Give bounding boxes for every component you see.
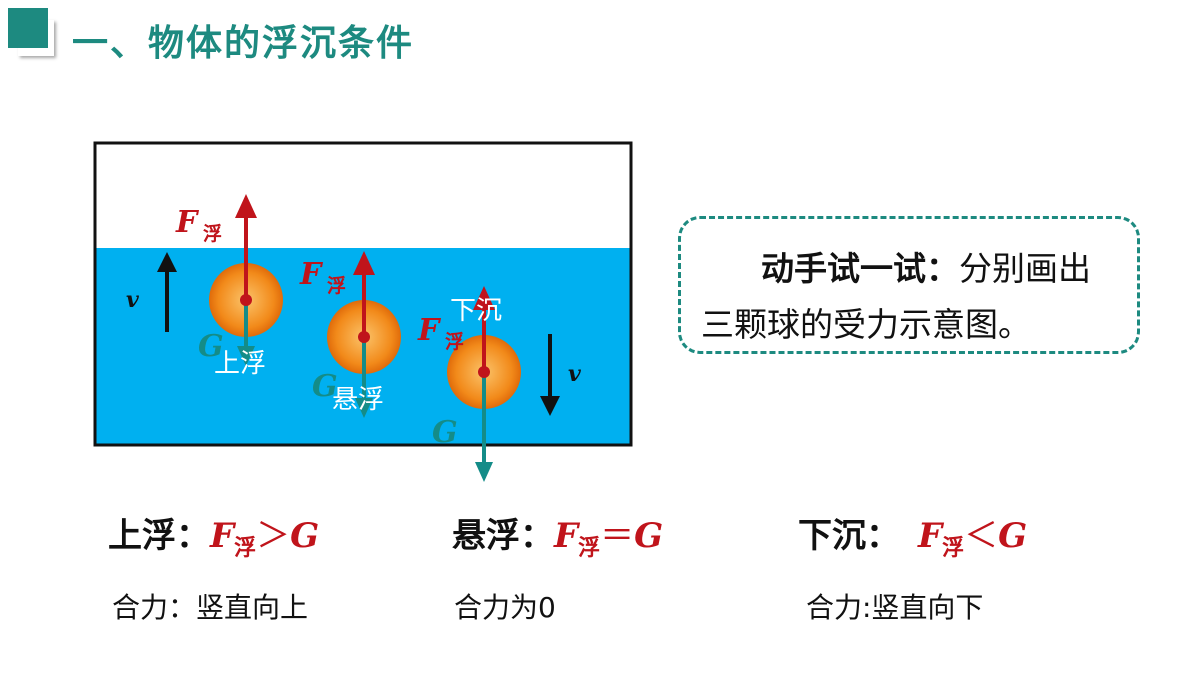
condition-state: 悬浮： xyxy=(452,516,554,556)
velocity-label-left: v xyxy=(126,287,139,313)
buoyancy-label-1: F xyxy=(175,205,200,240)
gravity-label-1: G xyxy=(198,329,224,364)
condition-state: 上浮： xyxy=(108,516,210,556)
page-title: 一、物体的浮沉条件 xyxy=(72,23,415,64)
condition-state: 下沉： xyxy=(798,516,900,556)
gravity-arrow-3 xyxy=(475,372,493,482)
gravity-label-2: G xyxy=(312,369,338,404)
condition-formula: F浮＝G xyxy=(554,516,664,561)
gravity-arrow-1 xyxy=(237,300,255,366)
condition-rise: 上浮：F浮＞G xyxy=(108,508,320,561)
velocity-label-right: v xyxy=(568,361,581,387)
buoyancy-sub-3: 浮 xyxy=(445,330,464,353)
buoyancy-arrow-2 xyxy=(353,251,375,337)
buoyancy-label-3: F xyxy=(417,313,442,348)
condition-suspend: 悬浮：F浮＝G xyxy=(452,508,664,561)
label-sink: 下沉 xyxy=(450,296,502,326)
condition-formula: F浮＞G xyxy=(210,516,320,561)
callout-heading: 动手试一试： xyxy=(761,249,959,288)
velocity-up-arrow xyxy=(157,252,177,332)
container xyxy=(93,141,633,447)
net-force-rise: 合力：竖直向上 xyxy=(112,591,309,624)
gravity-arrow-2 xyxy=(355,337,373,418)
buoyancy-sub-1: 浮 xyxy=(203,222,222,245)
buoyancy-sub-2: 浮 xyxy=(327,274,346,297)
condition-sink: 下沉： F浮＜G xyxy=(798,508,1028,561)
buoyancy-arrow-3 xyxy=(473,286,495,372)
callout-text: 分别画出三颗球的受力示意图。 xyxy=(701,249,1091,344)
condition-formula: F浮＜G xyxy=(918,516,1028,561)
velocity-down-arrow xyxy=(540,334,560,416)
label-suspend: 悬浮 xyxy=(332,385,384,415)
title-decoration-square xyxy=(8,8,48,48)
gravity-label-3: G xyxy=(432,415,458,450)
buoyancy-arrow-1 xyxy=(235,194,257,300)
net-force-sink: 合力:竖直向下 xyxy=(806,591,984,624)
label-rise: 上浮 xyxy=(214,349,266,379)
try-it-callout: 动手试一试：分别画出三颗球的受力示意图。 xyxy=(678,216,1140,354)
net-force-suspend: 合力为0 xyxy=(454,591,556,624)
buoyancy-label-2: F xyxy=(299,257,324,292)
